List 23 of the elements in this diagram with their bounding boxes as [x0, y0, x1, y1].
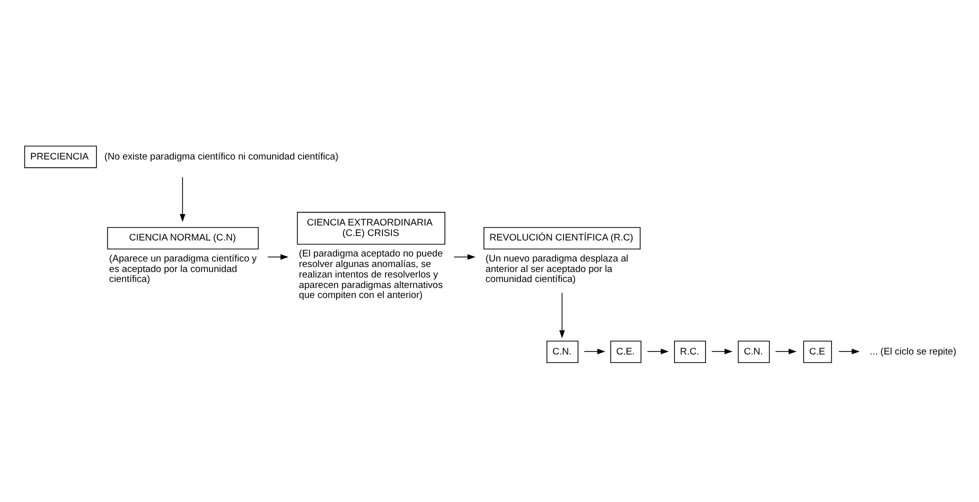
node-box: C.N. — [546, 340, 578, 364]
node-box: R.C. — [674, 340, 706, 364]
node-label: (El paradigma aceptado no puede resolver algunas anomalías, se realizan intentos de resolverlos y aparecen paradigmas alternativos que compiten con el anterior) — [298, 248, 443, 302]
node-label: (Un nuevo paradigma desplaza al anterior al ser aceptado por la comunidad científica) — [486, 253, 628, 286]
arrow — [775, 348, 797, 354]
node-box: CIENCIA EXTRAORDINARIA (C.E) CRISIS — [296, 212, 446, 245]
node-box: C.N. — [738, 340, 770, 364]
node-box: C.E — [803, 340, 832, 364]
node-label: (Aparece un paradigma científico y es aceptado por la comunidad científica) — [109, 253, 257, 286]
node-box: PRECIENCIA — [24, 146, 97, 168]
arrow — [559, 292, 565, 338]
node-box: C.E. — [610, 340, 642, 364]
arrow — [267, 254, 288, 260]
node-label: (No existe paradigma científico ni comunidad científica) — [104, 151, 338, 162]
arrow — [647, 348, 669, 354]
arrow — [711, 348, 732, 354]
node-text: ... (El ciclo se repite) — [870, 346, 956, 358]
arrow — [454, 254, 476, 260]
node-box: REVOLUCIÓN CIENTÍFICA (R.C) — [484, 227, 641, 250]
arrow — [838, 348, 860, 354]
arrow — [180, 176, 186, 222]
arrow — [584, 348, 606, 354]
node-box: CIENCIA NORMAL (C.N) — [107, 227, 259, 250]
